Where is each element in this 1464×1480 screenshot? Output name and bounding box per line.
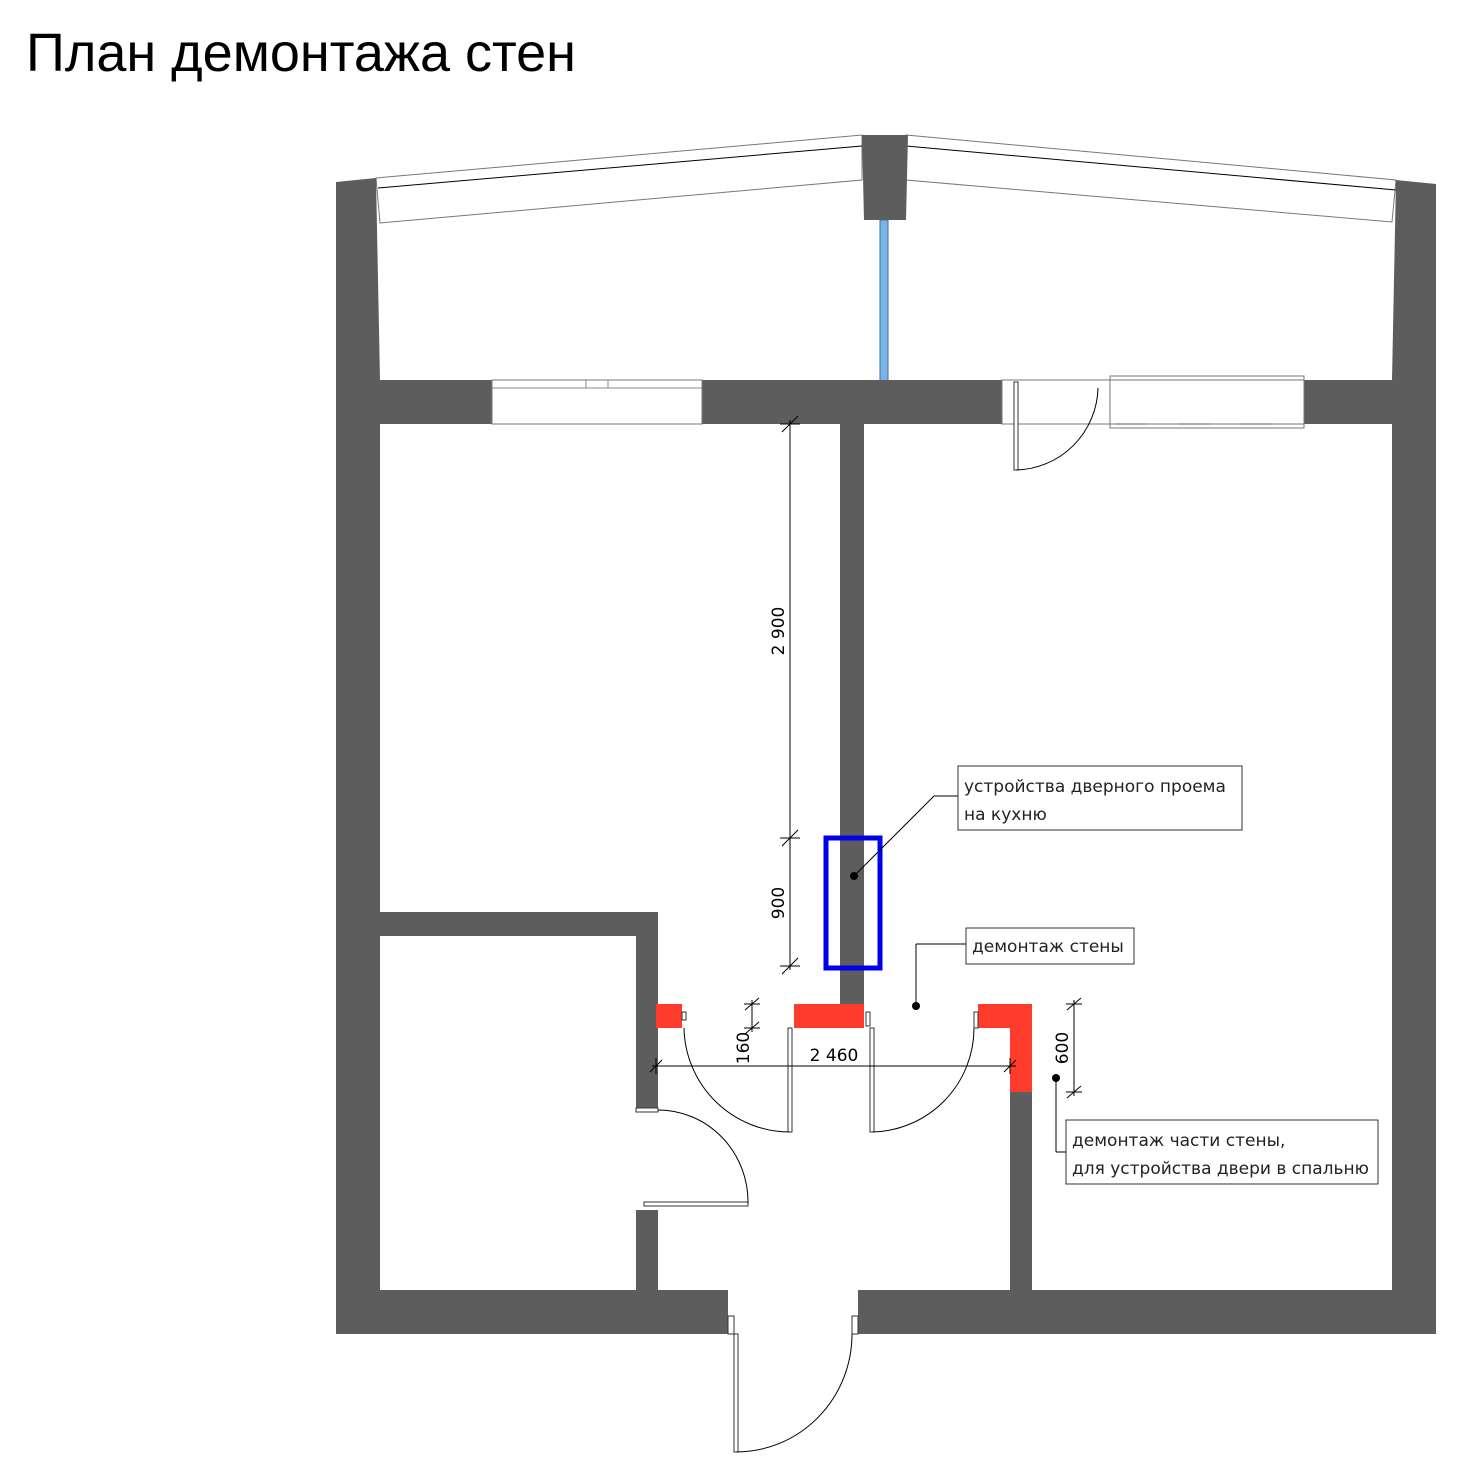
exterior-wall-bottom-right: [858, 1290, 1436, 1334]
dimension-vertical-160: [744, 997, 760, 1035]
partition-kitchen: [840, 424, 864, 1004]
exterior-wall-bottom-left: [336, 1290, 728, 1334]
balcony-door-window-right: [1001, 375, 1305, 471]
door-bathroom: [635, 1107, 749, 1207]
partition-bathroom-side-upper: [636, 912, 658, 1108]
riser-pipe: [879, 219, 889, 383]
note-kitchen-doorway-line2: на кухню: [964, 805, 1047, 825]
balcony-center-pier: [862, 135, 908, 220]
note-kitchen-doorway-line1: устройства дверного проема: [964, 777, 1226, 797]
balcony-right-parapet: [1392, 180, 1436, 380]
demolition-segment-left: [656, 1004, 682, 1028]
door-kitchen: [865, 1011, 979, 1133]
partition-bathroom-side-lower: [636, 1210, 658, 1290]
dimension-2900-label: 2 900: [769, 607, 789, 656]
dimension-600-label: 600: [1053, 1032, 1073, 1064]
dimension-horizontal-2460: [649, 1058, 1017, 1074]
balcony-glazing: [375, 134, 1397, 224]
dimension-160-label: 160: [734, 1032, 754, 1064]
balcony-wall-seg-3: [1304, 380, 1436, 424]
callout-kitchen-doorway: устройства дверного проема на кухню: [850, 765, 1243, 880]
callout-partial-wall-demolition: демонтаж части стены, для устройства две…: [1052, 1074, 1379, 1185]
door-left-corridor: [681, 1011, 793, 1133]
exterior-wall-left: [336, 380, 380, 1334]
callout-wall-demolition: демонтаж стены: [912, 927, 1135, 1010]
window-left: [491, 379, 703, 425]
note-partial-demolition-line2: для устройства двери в спальню: [1072, 1159, 1369, 1179]
demolition-segment-middle: [794, 1004, 864, 1028]
note-wall-demolition: демонтаж стены: [972, 937, 1124, 957]
dimension-900-label: 900: [769, 887, 789, 919]
new-doorway-marker: [823, 835, 883, 971]
partition-bedroom: [1010, 1090, 1032, 1290]
partition-bathroom-top: [380, 912, 658, 936]
dimension-vertical-600: [1066, 997, 1082, 1099]
balcony-left-parapet: [336, 178, 380, 380]
balcony-wall-seg-1: [336, 380, 492, 424]
demolition-segment-corner: [978, 1004, 1032, 1092]
dimension-vertical-2900-900: [780, 415, 800, 975]
exterior-wall-right: [1392, 380, 1436, 1334]
page-title: План демонтажа стен: [26, 23, 576, 83]
balcony-wall-seg-2: [702, 380, 1002, 424]
dimension-2460-label: 2 460: [810, 1046, 859, 1066]
note-partial-demolition-line1: демонтаж части стены,: [1072, 1131, 1285, 1151]
door-entrance: [727, 1315, 859, 1453]
